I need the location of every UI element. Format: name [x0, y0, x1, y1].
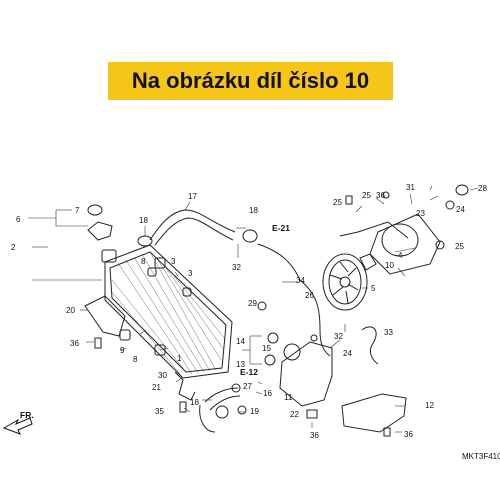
upper-hose: [149, 209, 236, 246]
callout-12: 12: [425, 401, 434, 410]
callout-21: 21: [152, 383, 161, 392]
fan-bracket: [339, 221, 409, 239]
callout-19: 19: [250, 407, 259, 416]
callout-16: 16: [263, 389, 272, 398]
callout-24: 24: [343, 349, 352, 358]
callout-36d: 36: [404, 430, 413, 439]
callout-18c: 18: [190, 398, 199, 407]
callout-13: 13: [236, 360, 245, 369]
callout-36c-top: 36: [376, 191, 385, 200]
callout-35: 35: [155, 407, 164, 416]
diagram-code: MKT3F4100: [462, 452, 500, 461]
callout-8b: 8: [133, 355, 138, 364]
cooling-fan: [322, 253, 368, 311]
ref-e21: E-21: [272, 223, 290, 233]
callout-14: 14: [236, 337, 245, 346]
callout-20: 20: [66, 306, 75, 315]
banner-title: Na obrázku díl číslo 10: [131, 68, 370, 93]
callout-18b: 18: [249, 206, 258, 215]
tank-cover: [341, 393, 407, 433]
callout-26: 26: [305, 291, 314, 300]
direction-label: FR.: [20, 410, 34, 420]
callout-3a: 3: [171, 257, 176, 266]
callout-30: 30: [158, 371, 167, 380]
callout-22: 22: [290, 410, 299, 419]
callout-36a: 36: [70, 339, 79, 348]
callout-24b: 24: [456, 205, 465, 214]
callout-1: 1: [177, 354, 182, 363]
radiator-cap: [87, 204, 113, 241]
callout-5: 5: [371, 284, 376, 293]
title-banner: Na obrázku díl číslo 10: [108, 62, 393, 100]
callout-10: 10: [385, 261, 394, 270]
callout-18a: 18: [139, 216, 148, 225]
lower-hose: [199, 387, 241, 433]
callout-32b: 32: [334, 332, 343, 341]
callout-17: 17: [188, 192, 197, 201]
callout-25b: 25: [362, 191, 371, 200]
callout-6: 6: [16, 215, 21, 224]
callout-8a: 8: [141, 257, 146, 266]
hardware: [94, 184, 469, 437]
bracket-20: [84, 295, 126, 337]
fan-motor: [359, 213, 441, 275]
callout-4: 4: [398, 251, 403, 260]
callout-2: 2: [11, 243, 16, 252]
front-direction-arrow: FR.: [2, 410, 34, 435]
callout-25c: 25: [455, 242, 464, 251]
overflow-hose: [257, 243, 331, 357]
callout-11: 11: [284, 393, 293, 402]
callout-36b: 36: [310, 431, 319, 440]
hose-33: [361, 326, 379, 365]
callout-23: 23: [416, 209, 425, 218]
callout-31: 31: [406, 183, 415, 192]
callout-33: 33: [384, 328, 393, 337]
callout-7: 7: [75, 206, 80, 215]
ref-e12: E-12: [240, 367, 258, 377]
callout-29: 29: [248, 299, 257, 308]
callout-28: 28: [478, 184, 487, 193]
callout-34: 34: [296, 276, 305, 285]
reserve-tank: [279, 341, 333, 407]
callout-32a: 32: [232, 263, 241, 272]
radiator: [101, 244, 233, 379]
callout-15: 15: [262, 344, 271, 353]
callout-25a: 25: [333, 198, 342, 207]
bracket-21: [174, 371, 196, 401]
callout-9: 9: [120, 346, 125, 355]
callout-27: 27: [243, 382, 252, 391]
callout-3b: 3: [188, 269, 193, 278]
